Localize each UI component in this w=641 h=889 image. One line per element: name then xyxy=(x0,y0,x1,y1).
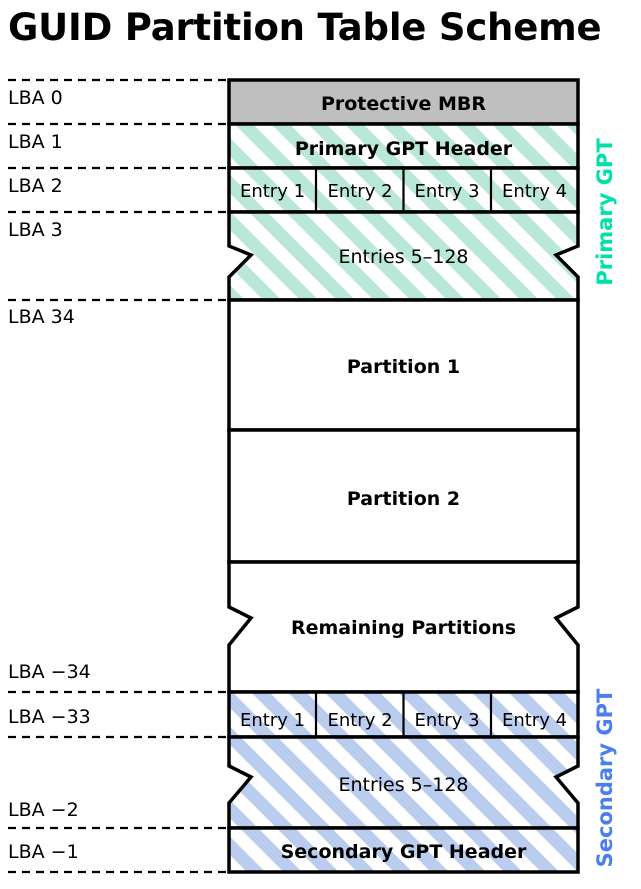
primary-entry-4-label: Entry 4 xyxy=(502,181,567,202)
block-secondary-entries-1-4[interactable]: Entry 1 Entry 2 Entry 3 Entry 4 xyxy=(227,690,580,739)
block-secondary-entries-5-128[interactable]: Entries 5–128 xyxy=(227,735,580,830)
lba-label-3: LBA 3 xyxy=(8,219,63,241)
secondary-entry-4-label: Entry 4 xyxy=(502,710,567,731)
side-label-secondary-gpt: Secondary GPT xyxy=(593,688,617,867)
primary-entry-1-label: Entry 1 xyxy=(240,181,305,202)
partition-1-box xyxy=(227,298,580,432)
secondary-gpt-side-label: Secondary GPT xyxy=(593,688,617,867)
lba-guide-lines xyxy=(8,78,240,874)
block-protective-mbr[interactable]: Protective MBR xyxy=(227,78,580,126)
primary-entries-rest-label: Entries 5–128 xyxy=(338,246,468,268)
block-primary-entries-1-4[interactable]: Entry 1 Entry 2 Entry 3 Entry 4 xyxy=(227,166,580,214)
lba-label-group: LBA 0 LBA 1 LBA 2 LBA 3 LBA 34 LBA −34 L… xyxy=(8,87,91,863)
primary-entry-3-label: Entry 3 xyxy=(414,181,479,202)
lba-label-neg-1: LBA −1 xyxy=(8,841,79,863)
block-partition-2[interactable]: Partition 2 xyxy=(227,428,580,564)
block-primary-gpt-header[interactable]: Primary GPT Header xyxy=(227,122,580,170)
partition-2-label: Partition 2 xyxy=(347,488,460,510)
lba-label-neg-2: LBA −2 xyxy=(8,799,79,821)
primary-gpt-side-label: Primary GPT xyxy=(593,138,617,286)
secondary-entry-2-label: Entry 2 xyxy=(327,710,392,731)
lba-label-0: LBA 0 xyxy=(8,87,63,109)
primary-gpt-header-label: Primary GPT Header xyxy=(295,138,513,160)
block-remaining-partitions[interactable]: Remaining Partitions xyxy=(227,560,580,694)
protective-mbr-box xyxy=(227,78,580,126)
secondary-entries-rest-label: Entries 5–128 xyxy=(338,774,468,796)
primary-entry-2-label: Entry 2 xyxy=(327,181,392,202)
lba-label-neg-34: LBA −34 xyxy=(8,661,91,683)
remaining-partitions-label: Remaining Partitions xyxy=(291,617,516,639)
partition-1-label: Partition 1 xyxy=(347,356,460,378)
secondary-gpt-header-label: Secondary GPT Header xyxy=(281,841,527,863)
lba-label-neg-33: LBA −33 xyxy=(8,706,91,728)
block-partition-1[interactable]: Partition 1 xyxy=(227,298,580,432)
protective-mbr-label: Protective MBR xyxy=(321,93,486,115)
lba-label-2: LBA 2 xyxy=(8,175,63,197)
page-title: GUID Partition Table Scheme xyxy=(8,6,601,49)
block-primary-entries-5-128[interactable]: Entries 5–128 xyxy=(227,210,580,302)
partition-2-box xyxy=(227,428,580,564)
block-secondary-gpt-header[interactable]: Secondary GPT Header xyxy=(227,826,580,874)
secondary-entry-3-label: Entry 3 xyxy=(414,710,479,731)
lba-label-1: LBA 1 xyxy=(8,131,63,153)
secondary-gpt-header-box xyxy=(227,826,580,874)
side-label-primary-gpt: Primary GPT xyxy=(593,138,617,286)
lba-label-34: LBA 34 xyxy=(8,306,75,328)
secondary-entry-1-label: Entry 1 xyxy=(240,710,305,731)
